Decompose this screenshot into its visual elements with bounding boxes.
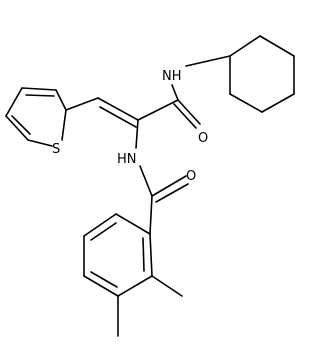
atom-label-o-top: O	[198, 131, 208, 146]
atom-label-hn-mid: HN	[117, 152, 137, 167]
structure-canvas: NH O HN O S	[5, 35, 295, 337]
cyclohexyl-ring	[229, 35, 295, 113]
methyl-groups	[117, 275, 183, 337]
vinyl-linkage	[65, 97, 139, 149]
atom-label-nh-top: NH	[162, 69, 182, 84]
amide-top-bonds	[137, 55, 231, 129]
benzamide-bonds	[139, 165, 189, 235]
chemical-structure-drawing: NH O HN O S	[5, 35, 295, 337]
thiophene-ring	[5, 87, 67, 147]
benzene-ring	[83, 213, 153, 297]
atom-label-o-benzamide: O	[186, 169, 196, 184]
atom-label-s-thiophene: S	[52, 142, 60, 157]
